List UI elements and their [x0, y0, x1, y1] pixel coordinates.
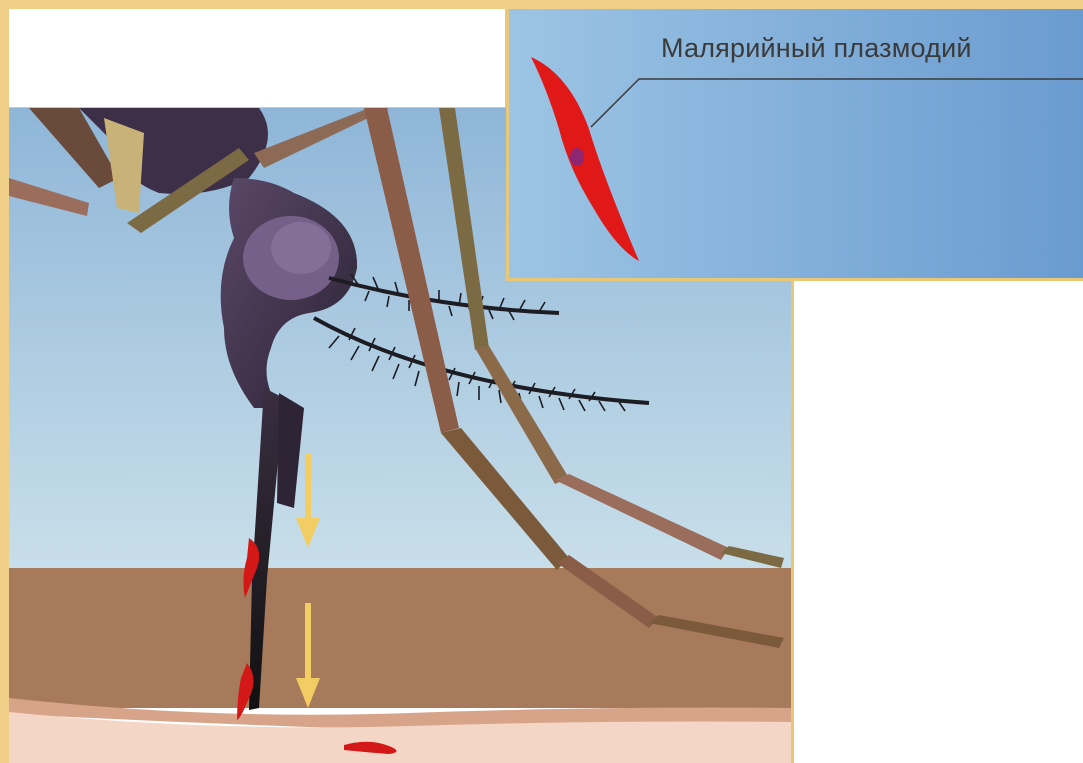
mosquito-eye-highlight — [271, 222, 331, 274]
blank-panel — [9, 9, 508, 110]
plasmodium-label: Малярийный плазмодий — [661, 33, 972, 64]
plasmodium-nucleus — [570, 148, 584, 166]
skin-layer — [9, 568, 794, 708]
plasmodium-inset: Малярийный плазмодий — [506, 9, 1083, 281]
